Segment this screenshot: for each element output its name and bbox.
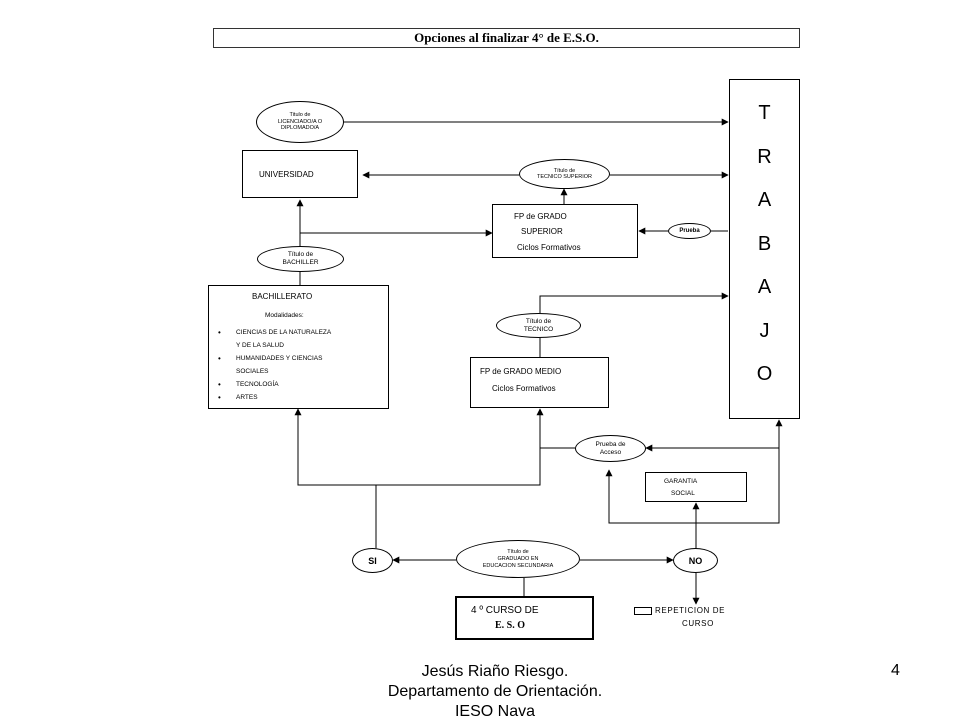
no-label: NO	[688, 555, 703, 566]
modalidad-item: HUMANIDADES Y CIENCIAS	[214, 352, 331, 365]
footer-line: Departamento de Orientación.	[387, 683, 603, 700]
title-box: Opciones al finalizar 4° de E.S.O.	[213, 28, 800, 48]
fp-superior-box: FP de GRADO SUPERIOR Ciclos Formativos	[492, 204, 638, 258]
oval-text: LICENCIADO/A O	[277, 118, 323, 125]
oval-text: TECNICO SUPERIOR	[536, 174, 592, 180]
trabajo-letter: T	[758, 102, 771, 124]
licenciado-oval: Titulo de LICENCIADO/A O DIPLOMADO/A	[256, 101, 344, 143]
trabajo-box: T R A B A J O	[729, 79, 800, 419]
fp-medio-line: Ciclos Formativos	[492, 384, 556, 393]
oval-text: BACHILLER	[282, 259, 319, 266]
modalidad-item: TECNOLOGÍA	[214, 378, 331, 391]
modalidades-list: CIENCIAS DE LA NATURALEZA Y DE LA SALUD HU…	[214, 326, 331, 404]
modalidad-item: SOCIALES	[236, 368, 269, 375]
oval-text: GRADUADO EN	[497, 555, 539, 562]
oval-text: Título de	[553, 167, 576, 174]
bachillerato-heading: BACHILLERATO	[252, 292, 313, 301]
trabajo-letter: J	[759, 319, 770, 342]
oval-text: Título de	[287, 251, 314, 258]
garantia-line: GARANTIA	[664, 478, 698, 485]
si-label: SI	[368, 555, 377, 566]
fp-superior-line: SUPERIOR	[521, 227, 563, 236]
repeticion-line: CURSO	[682, 619, 714, 628]
garantia-line: SOCIAL	[671, 490, 695, 497]
bachiller-oval: Título de BACHILLER	[257, 246, 344, 272]
tecnico-superior-oval: Título de TECNICO SUPERIOR	[519, 159, 610, 189]
oval-text: DIPLOMADO/A	[280, 125, 320, 132]
fp-superior-line: Ciclos Formativos	[517, 243, 581, 252]
trabajo-letter: B	[757, 232, 772, 255]
tecnico-oval: Título de TECNICO	[496, 313, 581, 338]
si-oval: SI	[352, 548, 393, 573]
oval-text: EDUCACION SECUNDARIA	[482, 562, 554, 569]
repeticion-line: REPETICION DE	[655, 606, 726, 615]
oval-text: TECNICO	[523, 325, 554, 333]
universidad-label: UNIVERSIDAD	[259, 170, 314, 179]
universidad-box: UNIVERSIDAD	[242, 150, 358, 198]
graduado-oval: Título de GRADUADO EN EDUCACION SECUNDAR…	[456, 540, 580, 578]
fp-medio-line: FP de GRADO MEDIO	[480, 367, 562, 376]
modalidad-item: ARTES	[214, 391, 331, 404]
garantia-box: GARANTIA SOCIAL	[645, 472, 747, 502]
footer-author: Jesús Riaño Riesgo. Departamento de Orie…	[300, 662, 690, 722]
trabajo-letter: O	[756, 363, 773, 385]
trabajo-letter: A	[757, 276, 772, 298]
curso-line: 4 º CURSO DE	[471, 605, 539, 616]
modalidades-label: Modalidades:	[265, 312, 304, 319]
curso-box: 4 º CURSO DE E. S. O	[455, 596, 594, 640]
repeticion-marker	[634, 607, 652, 615]
page-number: 4	[891, 662, 900, 679]
footer-line: Jesús Riaño Riesgo.	[421, 663, 569, 680]
modalidad-item: CIENCIAS DE LA NATURALEZA	[214, 326, 331, 339]
prueba-acceso-oval: Prueba de Acceso	[575, 435, 646, 462]
oval-text: Título de	[525, 317, 552, 325]
trabajo-letter: A	[757, 189, 772, 211]
oval-text: Título de	[507, 548, 529, 555]
prueba-label: Prueba	[679, 227, 700, 234]
curso-line: E. S. O	[495, 620, 526, 631]
oval-text: Titulo de	[289, 112, 311, 119]
no-oval: NO	[673, 548, 718, 573]
page-title: Opciones al finalizar 4° de E.S.O.	[414, 30, 599, 45]
fp-superior-line: FP de GRADO	[514, 212, 567, 221]
oval-text: Prueba de	[595, 440, 626, 448]
oval-text: Acceso	[599, 448, 622, 456]
trabajo-letter: R	[757, 145, 772, 168]
prueba-oval: Prueba	[668, 223, 711, 239]
modalidad-item: Y DE LA SALUD	[236, 342, 284, 349]
bachillerato-box: BACHILLERATO Modalidades: CIENCIAS DE LA…	[208, 285, 389, 409]
footer-line: IESO Nava	[454, 703, 536, 720]
fp-medio-box: FP de GRADO MEDIO Ciclos Formativos	[470, 357, 609, 408]
